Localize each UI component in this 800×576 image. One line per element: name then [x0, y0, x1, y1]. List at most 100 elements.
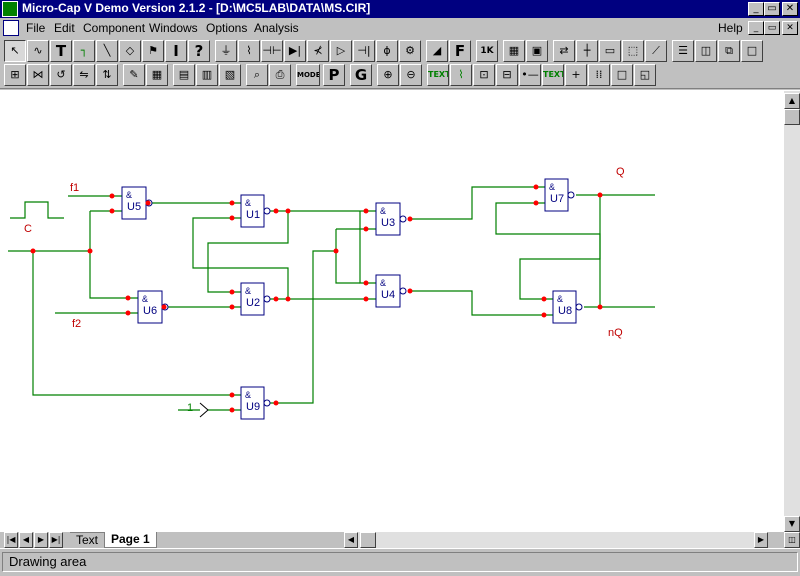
grid-tool-icon[interactable]: G [350, 64, 372, 86]
gate-u8[interactable]: &U8 [552, 290, 583, 324]
doc-close-button[interactable]: ✕ [782, 21, 798, 35]
horizontal-scrollbar[interactable]: ◀ ▶ [344, 532, 768, 548]
pin-tool-icon[interactable]: ⋈ [27, 64, 49, 86]
tab-page-1[interactable]: Page 1 [104, 532, 157, 548]
source-icon[interactable]: ɸ [376, 40, 398, 62]
vertical-scroll-thumb[interactable] [784, 109, 800, 125]
save-as-tool-icon[interactable]: ▧ [219, 64, 241, 86]
text-tool-icon[interactable]: T [50, 40, 72, 62]
node-voltage-icon[interactable]: ⌇ [450, 64, 472, 86]
doc-restore-button[interactable]: ▭ [764, 21, 780, 35]
load-tool-icon[interactable]: ▥ [196, 64, 218, 86]
digital-probe-icon[interactable]: ⊟ [496, 64, 518, 86]
diode-icon[interactable]: ▶| [284, 40, 306, 62]
ground-icon[interactable]: ⏚ [215, 40, 237, 62]
first-page-icon[interactable]: |◀ [4, 532, 18, 548]
wire-tool-icon[interactable]: ┐ [73, 40, 95, 62]
node-numbers-icon[interactable]: ⊞ [4, 64, 26, 86]
border-tool-icon[interactable]: □ [611, 64, 633, 86]
zoom-in-icon[interactable]: ⊕ [377, 64, 399, 86]
flag-tool-icon[interactable]: ⚑ [142, 40, 164, 62]
fill-tool-icon[interactable]: ◢ [426, 40, 448, 62]
schematic[interactable]: &U5&U1&U3&U7&U6&U2&U4&U8&U9 [0, 91, 784, 532]
battery-icon[interactable]: ⊣| [353, 40, 375, 62]
pin-connect-icon[interactable]: •— [519, 64, 541, 86]
gate-u6[interactable]: &U6 [137, 290, 169, 324]
window-layout-4-icon[interactable]: □ [741, 40, 763, 62]
node [273, 400, 279, 406]
info-probe-icon[interactable]: ⊡ [473, 64, 495, 86]
select-arrow-icon[interactable]: ↖ [4, 40, 26, 62]
menu-edit[interactable]: Edit [54, 21, 75, 35]
save-tool-icon[interactable]: ▤ [173, 64, 195, 86]
menu-analysis[interactable]: Analysis [254, 21, 299, 35]
calc-tool-icon[interactable]: ▦ [146, 64, 168, 86]
window-layout-3-icon[interactable]: ⧉ [718, 40, 740, 62]
capacitor-icon[interactable]: ⊣⊢ [261, 40, 283, 62]
title-block-icon[interactable]: ◱ [634, 64, 656, 86]
zoom-out-icon[interactable]: ⊖ [400, 64, 422, 86]
menu-options[interactable]: Options [206, 21, 248, 35]
cross-tool-icon[interactable]: + [565, 64, 587, 86]
wave-tool-icon[interactable]: ∿ [27, 40, 49, 62]
mirror-icon[interactable]: ┼ [576, 40, 598, 62]
text-toggle-icon[interactable]: TEXT [427, 64, 449, 86]
flip-x-icon[interactable]: ⇋ [73, 64, 95, 86]
vertical-scrollbar[interactable]: ▲ ▼ ◫ [784, 91, 800, 548]
probe-icon[interactable]: ⟋ [645, 40, 667, 62]
dot-grid-icon[interactable]: ⁞⁞ [588, 64, 610, 86]
font-tool-icon[interactable]: F [449, 40, 471, 62]
menu-help[interactable]: Help [718, 21, 743, 35]
window-layout-1-icon[interactable]: ☰ [672, 40, 694, 62]
transistor-icon[interactable]: ⊀ [307, 40, 329, 62]
opamp-icon[interactable]: ▷ [330, 40, 352, 62]
text-label-icon[interactable]: TEXT [542, 64, 564, 86]
attribute-tool-icon[interactable]: ✎ [123, 64, 145, 86]
gate-u7[interactable]: &U7 [544, 178, 575, 212]
info-tool-icon[interactable]: I [165, 40, 187, 62]
next-page-icon[interactable]: ▶ [34, 532, 48, 548]
component-editor-icon[interactable]: ⚙ [399, 40, 421, 62]
menu-component[interactable]: Component [83, 21, 146, 35]
prev-page-icon[interactable]: ◀ [19, 532, 33, 548]
menu-windows[interactable]: Windows [149, 21, 198, 35]
rotate-left-icon[interactable]: ↺ [50, 64, 72, 86]
document-icon[interactable] [3, 20, 19, 36]
monitor-icon[interactable]: ▣ [526, 40, 548, 62]
minimize-button[interactable]: _ [748, 2, 764, 16]
chip-icon[interactable]: ⬚ [622, 40, 644, 62]
help-tool-icon[interactable]: ? [188, 40, 210, 62]
calculator-icon[interactable]: ▦ [503, 40, 525, 62]
close-button[interactable]: ✕ [782, 2, 798, 16]
scroll-left-icon[interactable]: ◀ [344, 532, 358, 548]
flip-y-icon[interactable]: ⇅ [96, 64, 118, 86]
window-layout-2-icon[interactable]: ◫ [695, 40, 717, 62]
keyboard-icon[interactable]: ▭ [599, 40, 621, 62]
restore-button[interactable]: ▭ [764, 2, 780, 16]
gate-u3[interactable]: &U3 [375, 202, 407, 236]
component-tool-icon[interactable]: ◇ [119, 40, 141, 62]
property-tool-icon[interactable]: P [323, 64, 345, 86]
gate-u1[interactable]: &U1 [240, 194, 271, 228]
scroll-corner-icon[interactable]: ◫ [784, 532, 800, 548]
diagonal-wire-icon[interactable]: ╲ [96, 40, 118, 62]
preview-tool-icon[interactable]: ⌕ [246, 64, 268, 86]
app-icon[interactable] [2, 1, 18, 17]
rotate-icon[interactable]: ⇄ [553, 40, 575, 62]
menu-file[interactable]: File [26, 21, 46, 35]
model-tool-icon[interactable]: MODEL [296, 64, 320, 86]
gate-u4[interactable]: &U4 [375, 274, 407, 308]
resistor-icon[interactable]: ⌇ [238, 40, 260, 62]
value-tool-icon[interactable]: 1K [476, 40, 498, 62]
tab-text[interactable]: Text [70, 532, 105, 548]
gate-u9[interactable]: &U9 [240, 386, 271, 420]
scroll-up-icon[interactable]: ▲ [784, 93, 800, 109]
gate-u2[interactable]: &U2 [240, 282, 271, 316]
scroll-down-icon[interactable]: ▼ [784, 516, 800, 532]
doc-minimize-button[interactable]: _ [748, 21, 764, 35]
horizontal-scroll-thumb[interactable] [360, 532, 376, 548]
last-page-icon[interactable]: ▶| [49, 532, 63, 548]
scroll-right-icon[interactable]: ▶ [754, 532, 768, 548]
print-tool-icon[interactable]: ⎙ [269, 64, 291, 86]
drawing-area[interactable]: &U5&U1&U3&U7&U6&U2&U4&U8&U9 [0, 91, 784, 532]
